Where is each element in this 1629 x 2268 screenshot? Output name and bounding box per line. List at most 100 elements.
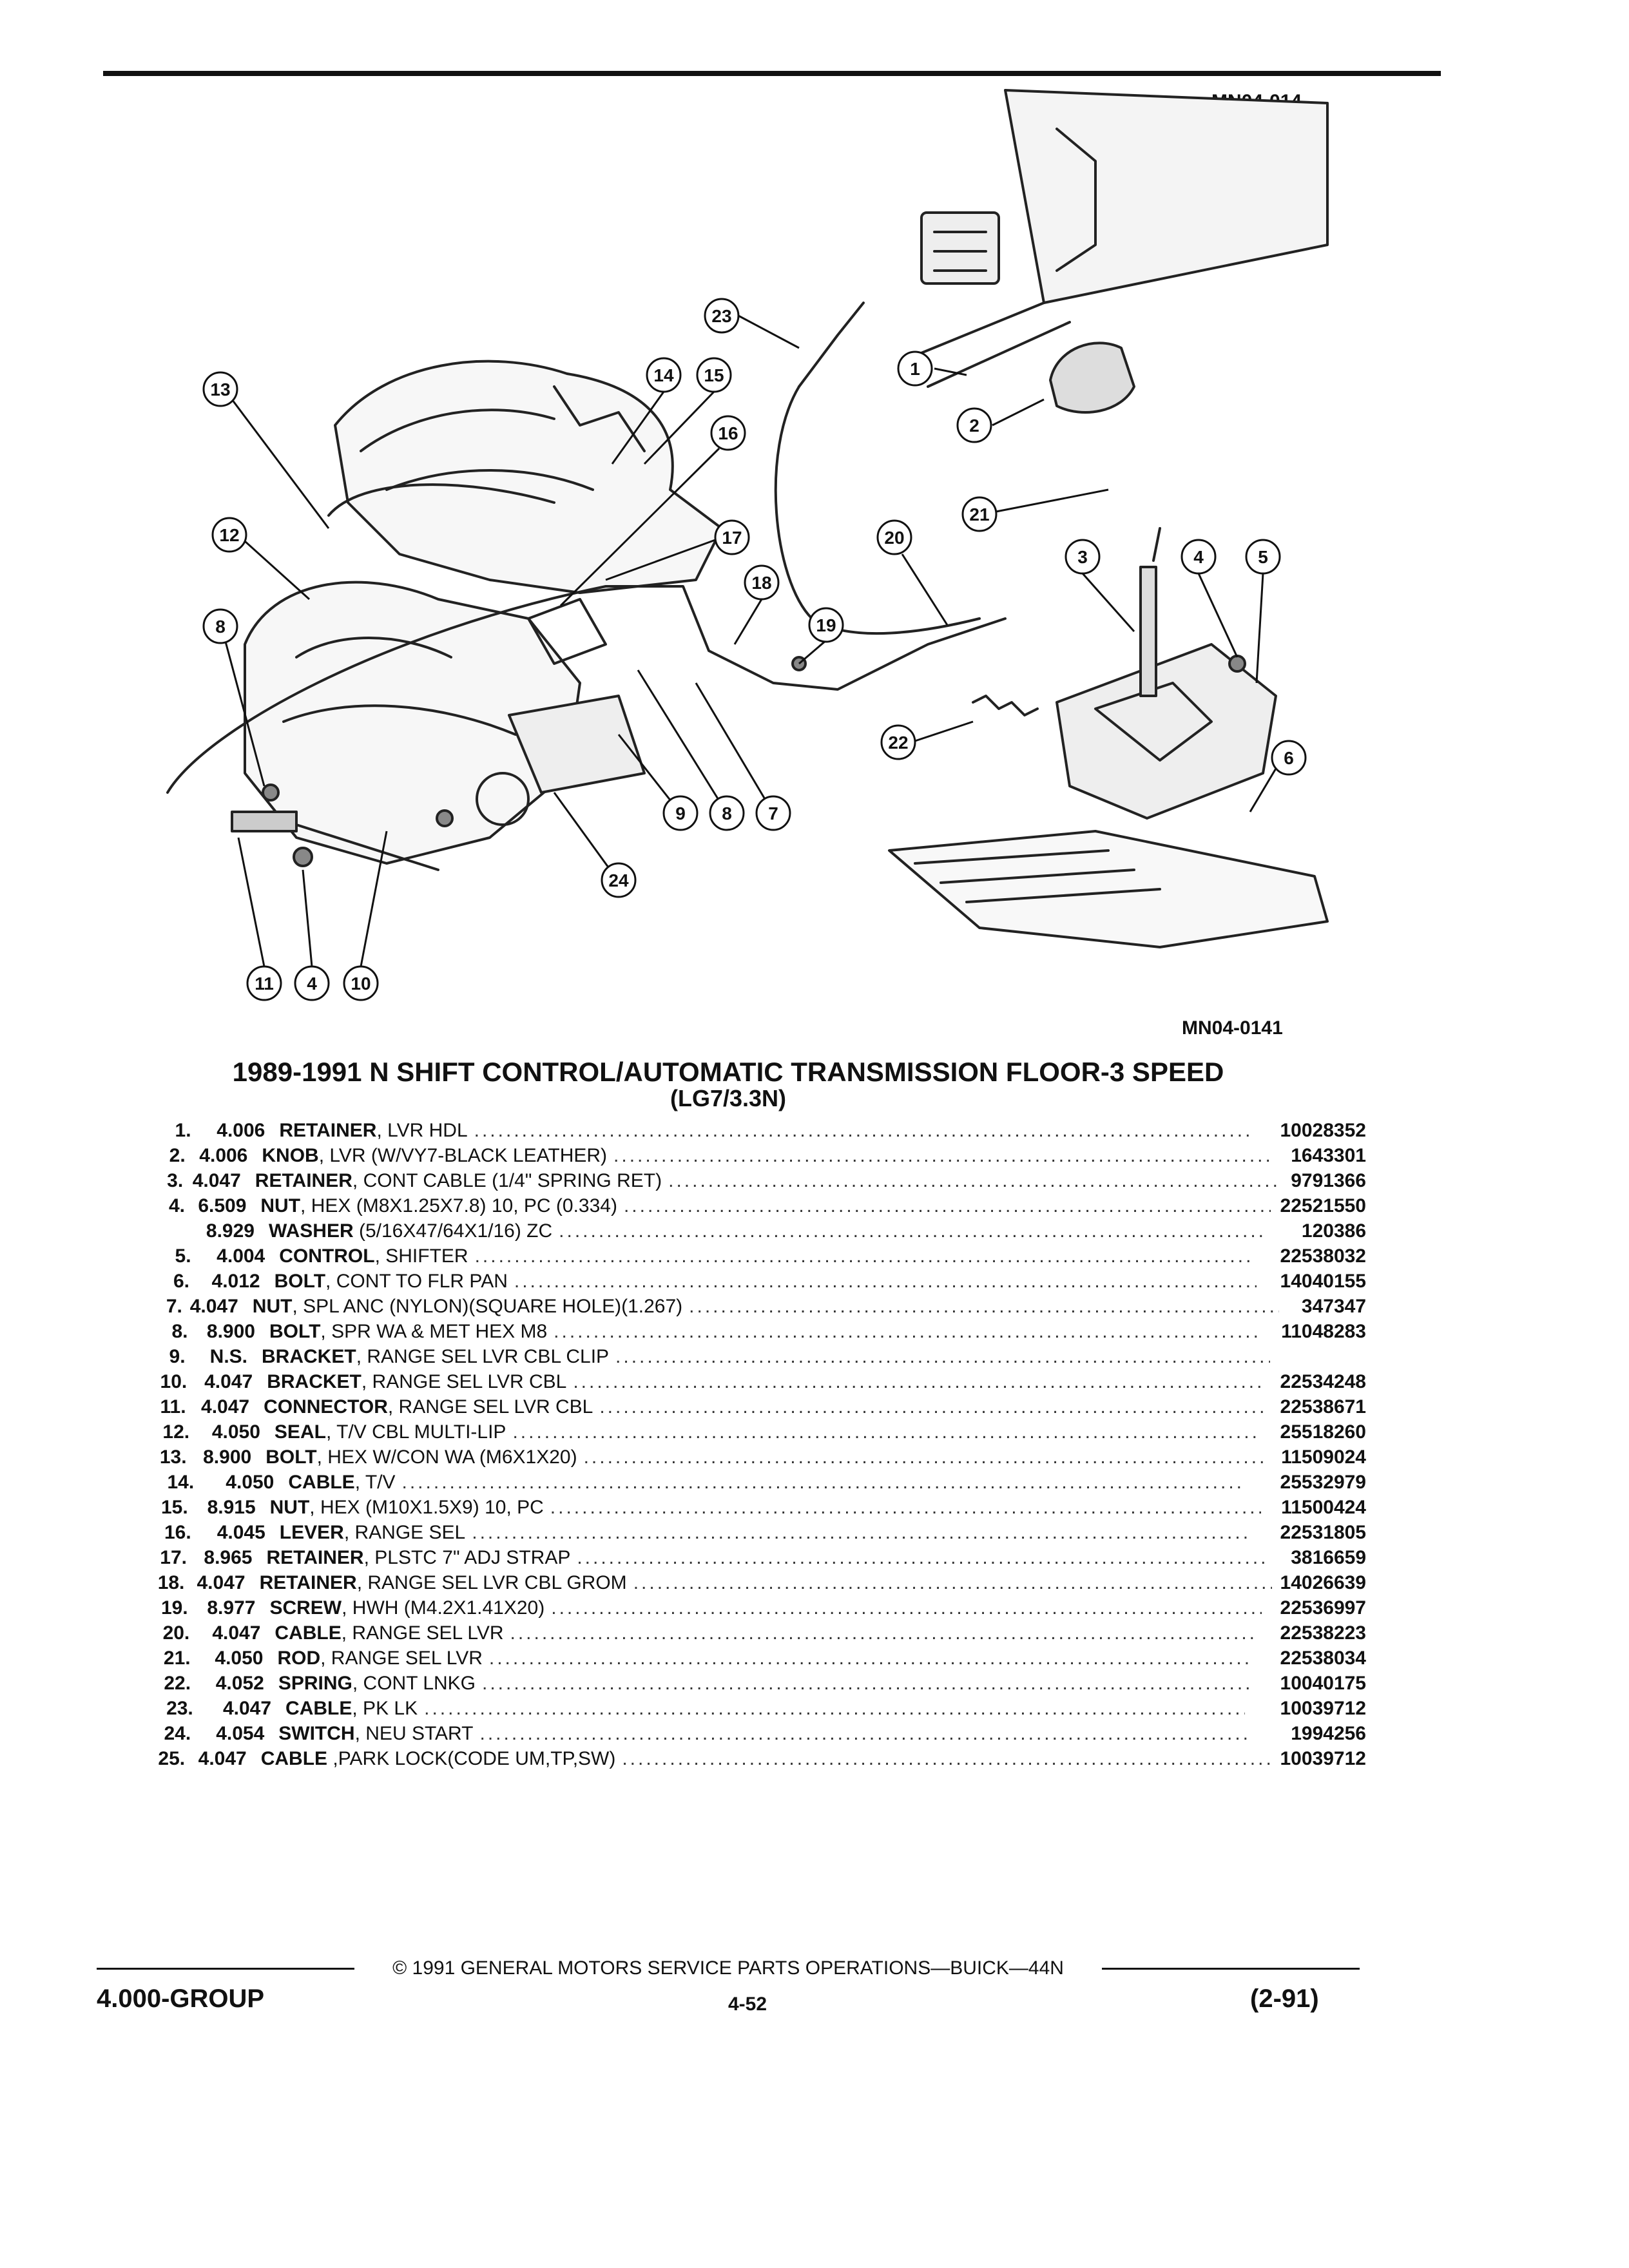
part-name: BOLT <box>265 1446 317 1468</box>
callout-22: 22 <box>880 720 974 760</box>
part-number-index: 11. <box>160 1396 186 1418</box>
part-description: KNOB, LVR (W/VY7-BLACK LEATHER) <box>262 1145 607 1167</box>
callout-19: 19 <box>798 607 844 665</box>
svg-text:13: 13 <box>210 380 230 399</box>
part-number: 11048283 <box>1281 1321 1366 1342</box>
callout-2: 2 <box>956 398 1045 443</box>
leader-dots: ........................................… <box>510 1622 1257 1644</box>
part-number: 22531805 <box>1280 1522 1366 1543</box>
leader-dots: ........................................… <box>633 1572 1272 1593</box>
part-number: 25518260 <box>1280 1421 1366 1443</box>
part-number: 9791366 <box>1291 1170 1366 1191</box>
part-number: 22538034 <box>1280 1648 1366 1669</box>
engine-block <box>334 360 723 594</box>
part-detail: , NEU START <box>354 1723 474 1744</box>
part-group-code: 8.965 <box>204 1547 253 1568</box>
part-name: LEVER <box>279 1522 344 1543</box>
callout-4: 4 <box>1181 539 1239 658</box>
part-number-index: 14. <box>167 1472 195 1493</box>
part-detail: , RANGE SEL LVR CBL <box>387 1396 593 1418</box>
part-detail: , PLSTC 7" ADJ STRAP <box>363 1547 571 1568</box>
part-detail: , RANGE SEL LVR CBL CLIP <box>356 1346 610 1367</box>
leader-dots: ........................................… <box>474 1245 1252 1267</box>
part-detail: , RANGE SEL LVR <box>320 1648 483 1669</box>
leader-dots: ........................................… <box>559 1220 1263 1242</box>
svg-text:1: 1 <box>910 359 920 379</box>
callout-16: 16 <box>559 415 746 607</box>
part-number-index: 19. <box>160 1597 188 1619</box>
leader-dots: ........................................… <box>550 1497 1262 1518</box>
part-description: CABLE, T/V <box>288 1472 395 1494</box>
part-detail: , HEX W/CON WA (M6X1X20) <box>316 1446 577 1468</box>
part-name: RETAINER <box>279 1120 377 1141</box>
part-detail: , CONT CABLE (1/4" SPRING RET) <box>352 1170 662 1191</box>
shift-lever <box>1139 566 1157 697</box>
part-group-code: 8.915 <box>207 1497 256 1518</box>
part-number: 347347 <box>1301 1296 1366 1317</box>
part-number: 10039712 <box>1280 1698 1366 1719</box>
footer-group: 4.000-GROUP <box>97 1984 265 2013</box>
footer-rule-right <box>1102 1968 1360 1970</box>
part-number-index: 20. <box>162 1622 190 1644</box>
svg-text:16: 16 <box>718 423 738 443</box>
part-number-index: 5. <box>175 1245 191 1267</box>
part-description: WASHER (5/16X47/64X1/16) ZC <box>269 1220 552 1242</box>
part-description: BOLT, HEX W/CON WA (M6X1X20) <box>265 1446 577 1468</box>
part-group-code: N.S. <box>209 1346 248 1367</box>
part-detail: (5/16X47/64X1/16) ZC <box>353 1220 553 1242</box>
part-group-code: 4.047 <box>204 1371 253 1392</box>
part-number-index: 12. <box>162 1421 190 1443</box>
part-detail: , CONT TO FLR PAN <box>325 1271 508 1292</box>
callout-3: 3 <box>1065 539 1135 632</box>
callout-21: 21 <box>961 488 1109 532</box>
tv-cable <box>327 483 555 517</box>
part-name: WASHER <box>268 1220 354 1242</box>
leader-dots: ........................................… <box>482 1673 1253 1694</box>
leader-dots: ........................................… <box>615 1346 1270 1367</box>
part-group-code: 4.050 <box>226 1472 275 1493</box>
part-group-code: 4.052 <box>215 1673 264 1694</box>
part-number: 22521550 <box>1280 1195 1366 1216</box>
svg-text:4: 4 <box>1193 547 1204 567</box>
svg-text:23: 23 <box>711 306 731 326</box>
leader-dots: ........................................… <box>474 1120 1252 1141</box>
part-number: 1994256 <box>1291 1723 1366 1744</box>
callout-4b: 4 <box>294 869 330 1001</box>
svg-text:6: 6 <box>1284 748 1294 768</box>
part-number: 22538032 <box>1280 1245 1366 1267</box>
part-number-index: 13. <box>159 1446 187 1468</box>
callout-17: 17 <box>605 519 750 581</box>
callout-8a: 8 <box>202 608 265 787</box>
part-name: BRACKET <box>262 1346 356 1367</box>
part-description: SCREW, HWH (M4.2X1.41X20) <box>269 1597 545 1619</box>
svg-text:8: 8 <box>722 803 732 823</box>
svg-text:20: 20 <box>884 528 904 548</box>
parts-row: 9.N.S.BRACKET, RANGE SEL LVR CBL CLIP...… <box>155 1346 1366 1371</box>
svg-text:24: 24 <box>608 870 629 890</box>
part-number: 25532979 <box>1280 1472 1366 1493</box>
part-description: BRACKET, RANGE SEL LVR CBL <box>267 1371 566 1393</box>
part-name: CONTROL <box>279 1245 375 1267</box>
part-detail: , RANGE SEL LVR CBL GROM <box>356 1572 627 1593</box>
part-name: NUT <box>252 1296 293 1317</box>
part-description: BOLT, CONT TO FLR PAN <box>275 1271 508 1293</box>
callout-1: 1 <box>897 351 967 387</box>
part-description: CABLE, PK LK <box>285 1698 418 1720</box>
svg-text:14: 14 <box>653 365 674 385</box>
part-name: NUT <box>260 1195 301 1216</box>
part-number: 14040155 <box>1280 1271 1366 1292</box>
part-number: 10039712 <box>1280 1748 1366 1769</box>
part-description: SPRING, CONT LNKG <box>278 1673 476 1695</box>
callout-11: 11 <box>237 837 282 1001</box>
part-number-index: 25. <box>158 1748 186 1769</box>
